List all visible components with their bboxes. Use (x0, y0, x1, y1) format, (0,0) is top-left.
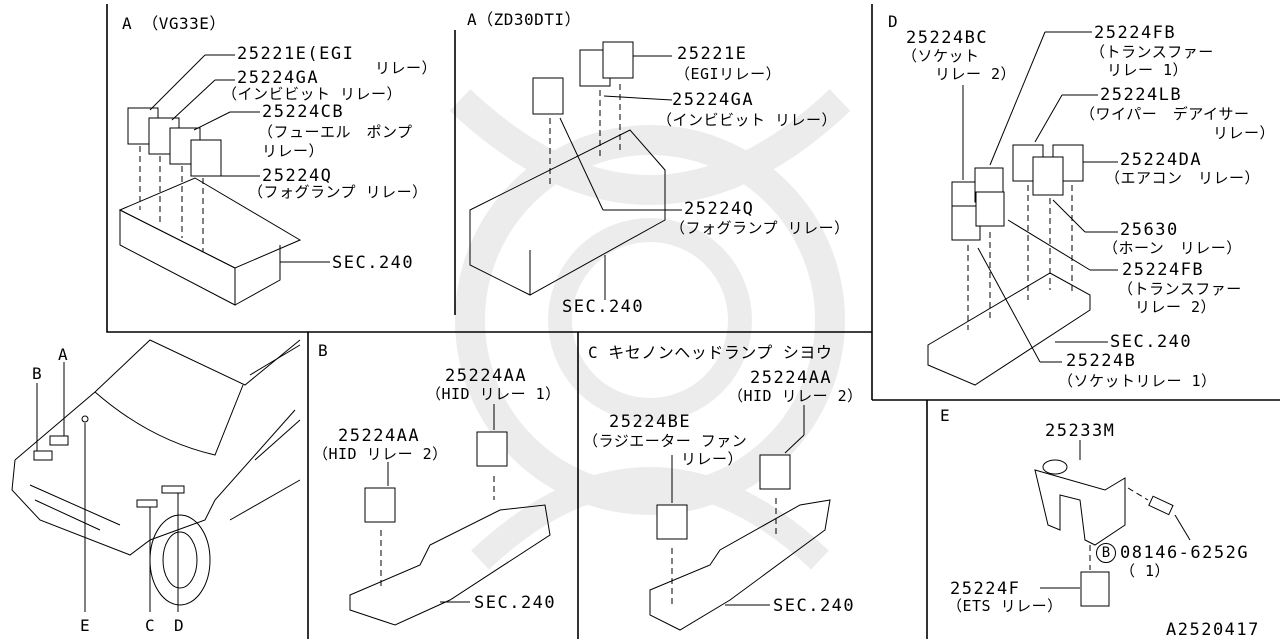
watermark-emblem (449, 89, 851, 570)
callout-part-number: 25233M (1045, 421, 1116, 441)
callout-part-number: 25224FB (1094, 23, 1177, 43)
sec-reference: SEC.240 (1110, 332, 1193, 352)
vg33e-relay-group (118, 54, 330, 306)
callout-description: （HID リレー 2） (728, 387, 863, 405)
callout-description: （エアコン リレー） (1105, 169, 1261, 187)
vehicle-outline (11, 339, 301, 612)
callout-part-number: 25224F (950, 579, 1021, 599)
callout-part-number: 25224Q (684, 199, 755, 219)
callout-part-number: 25224GA (237, 68, 320, 88)
location-label-d: D (174, 616, 185, 635)
callout-part-number: 25221E (677, 44, 748, 64)
callout-description: （ワイパー デアイサー (1080, 105, 1250, 123)
callout-part-number: 25224AA (445, 366, 528, 386)
callout-description: リレー） (375, 59, 438, 77)
callout-description: （トランスファー (1118, 280, 1242, 298)
callout-description: （ETS リレー） (947, 597, 1063, 615)
callout-description: リレー 1） (1107, 61, 1189, 79)
callout-quantity: （ 1） (1120, 562, 1171, 580)
section-c-title: C キセノンヘッドランプ シヨウ (588, 343, 833, 362)
section-b-bracket (349, 404, 551, 626)
callout-description: （インビビット リレー） (657, 111, 838, 129)
bolt-mark-b-icon: B (1096, 543, 1116, 563)
callout-description: （フォグランプ リレー） (670, 219, 850, 237)
section-e-bracket (1034, 440, 1191, 607)
sec-reference: SEC.240 (474, 593, 557, 613)
location-label-a: A (58, 345, 69, 364)
sec-reference: SEC.240 (332, 253, 415, 273)
callout-description: （フォグランプ リレー） (248, 183, 428, 201)
callout-description: リレー 2） (935, 65, 1017, 83)
sec-reference: SEC.240 (562, 297, 645, 317)
callout-description: （ソケット (902, 47, 980, 65)
callout-part-number: 25224AA (750, 368, 833, 388)
callout-description: （HID リレー 2） (313, 445, 448, 463)
section-b-title: B (318, 341, 329, 360)
callout-description: リレー 2） (1135, 298, 1217, 316)
sec-reference: SEC.240 (773, 596, 856, 616)
section-c-bracket (649, 405, 831, 631)
callout-part-number: 25224DA (1120, 150, 1203, 170)
callout-part-number: 25224BC (906, 28, 989, 48)
callout-description: （ソケットリレー 1） (1058, 372, 1217, 390)
callout-part-number: 25224GA (672, 90, 755, 110)
section-e-title: E (940, 406, 951, 425)
callout-description: リレー） (681, 450, 744, 468)
callout-part-number: 25224LB (1100, 85, 1183, 105)
callout-description: リレー） (262, 142, 325, 160)
callout-part-number: 25224AA (338, 426, 421, 446)
location-label-b: B (32, 364, 43, 383)
callout-description: リレー） (1213, 124, 1276, 142)
location-label-e: E (80, 616, 91, 635)
callout-part-number: 25221E(EGI (237, 44, 355, 64)
callout-part-number: 25224B (1066, 351, 1137, 371)
callout-description: （ホーン リレー） (1103, 239, 1242, 257)
callout-part-number: 25630 (1120, 220, 1179, 240)
section-d-relay-group (927, 31, 1118, 386)
callout-description: （EGIリレー） (675, 65, 782, 83)
callout-description: （ラジエーター ファン (583, 432, 748, 450)
drawing-id: A2520417 (1166, 620, 1260, 640)
callout-part-number: 25224Q (262, 166, 333, 186)
callout-description: （インビビット リレー） (222, 85, 403, 103)
callout-description: （トランスファー (1090, 43, 1214, 61)
callout-part-number: 08146-6252G (1120, 543, 1250, 563)
section-d-title: D (888, 12, 899, 31)
location-label-c: C (145, 616, 156, 635)
callout-description: （HID リレー 1） (426, 385, 561, 403)
callout-part-number: 25224CB (262, 102, 345, 122)
zd30dti-relay-group (469, 41, 682, 300)
callout-part-number: 25224FB (1122, 260, 1205, 280)
section-a-vg33e-title: A （VG33E） (122, 14, 226, 33)
callout-part-number: 25224BE (609, 412, 692, 432)
section-a-zd30dti-title: A（ZD30DTI） (467, 10, 582, 29)
callout-description: （フューエル ポンプ (258, 123, 413, 141)
